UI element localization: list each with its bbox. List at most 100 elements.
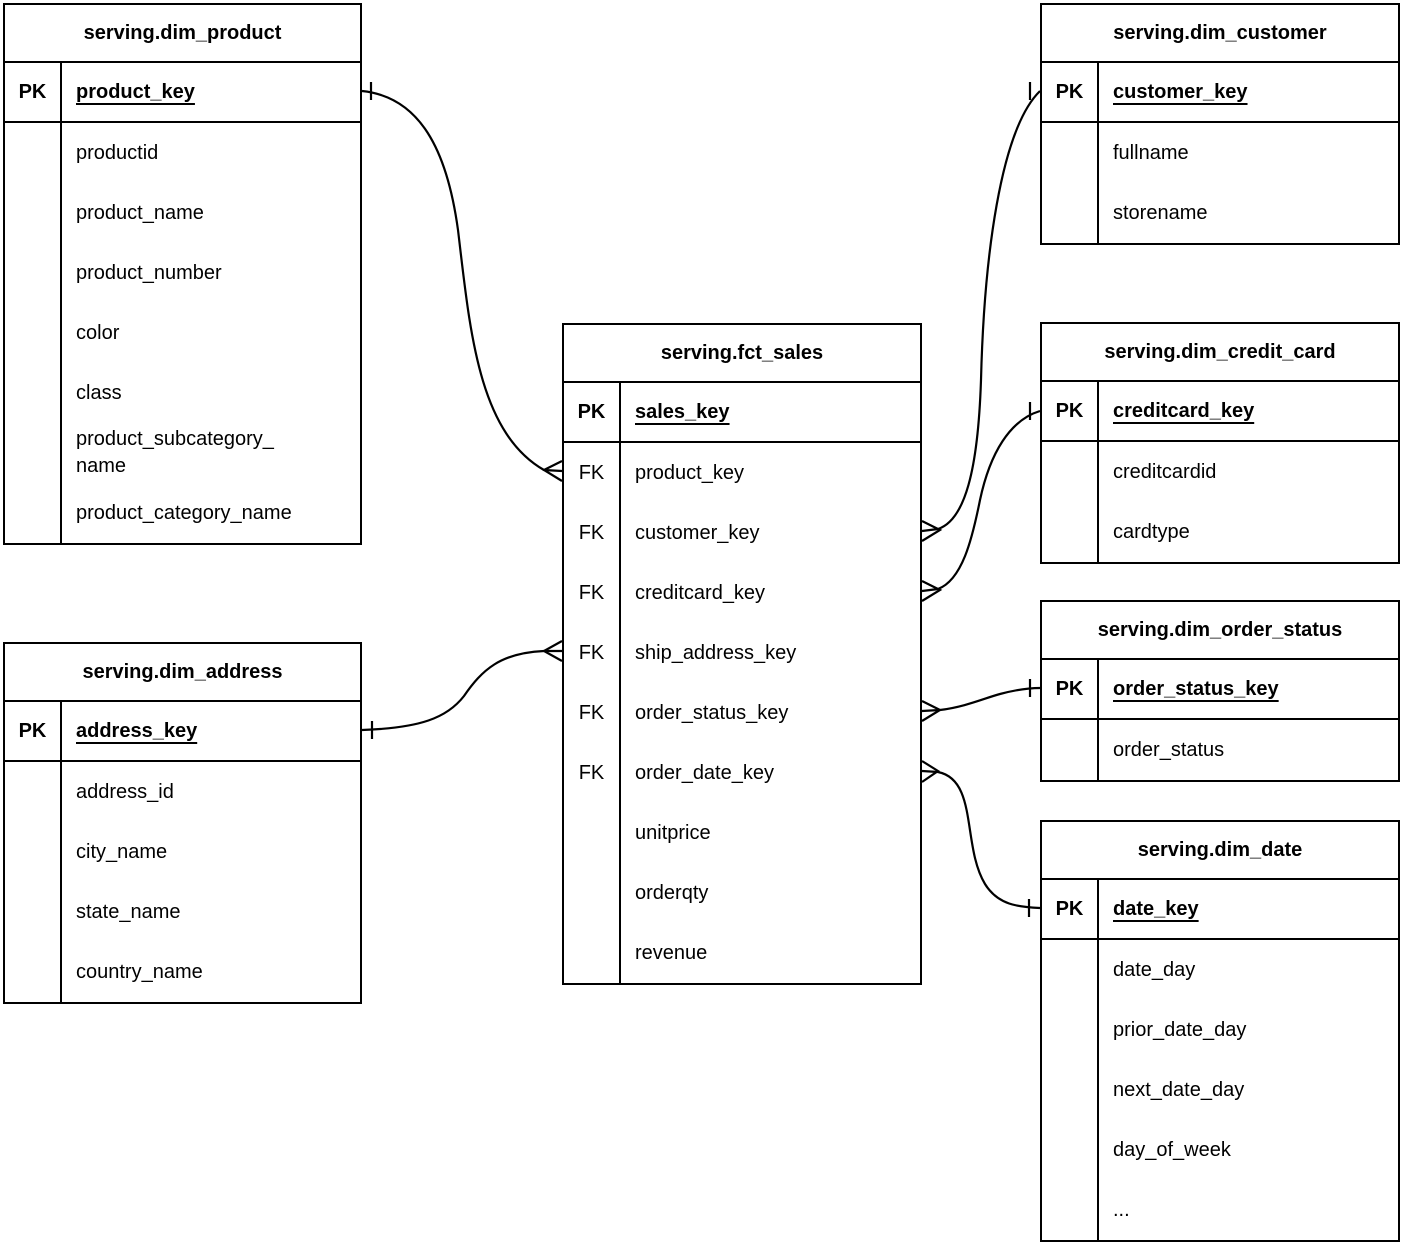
field-name: unitprice xyxy=(635,821,711,844)
pk-badge: PK xyxy=(1042,382,1099,440)
key-badge xyxy=(564,803,621,863)
connector-line xyxy=(921,686,1041,713)
pk-field-name: date_key xyxy=(1113,897,1199,920)
key-badge xyxy=(5,882,62,942)
field-row: product_name xyxy=(5,183,360,243)
key-badge xyxy=(5,822,62,882)
connector-line xyxy=(921,769,1041,910)
pk-field-name: creditcard_key xyxy=(1113,399,1255,422)
key-badge xyxy=(1042,1060,1099,1120)
connector-line xyxy=(921,409,1041,593)
fk-badge: FK xyxy=(564,563,621,623)
connector-line xyxy=(361,649,562,732)
table-serving-dim-order-status: serving.dim_order_status PK order_status… xyxy=(1040,600,1400,782)
key-badge xyxy=(5,762,62,822)
table-body: date_day prior_date_day next_date_day da… xyxy=(1042,940,1398,1240)
crowsfoot-marker xyxy=(541,640,563,662)
field-name: product_key xyxy=(635,461,744,484)
pk-row: PK product_key xyxy=(5,63,360,123)
field-name: color xyxy=(76,321,120,344)
fk-badge: FK xyxy=(564,743,621,803)
crowsfoot-marker xyxy=(921,760,941,783)
pk-field-name: address_key xyxy=(76,719,198,742)
field-name: creditcard_key xyxy=(635,581,766,604)
field-row: city_name xyxy=(5,822,360,882)
field-name: country_name xyxy=(76,960,203,983)
table-serving-fct-sales: serving.fct_sales PK sales_key FK product… xyxy=(562,323,922,985)
pk-badge: PK xyxy=(564,383,621,441)
field-name: state_name xyxy=(76,900,181,923)
field-name: prior_date_day xyxy=(1113,1018,1247,1041)
pk-row: PK order_status_key xyxy=(1042,660,1398,720)
field-name: product_number xyxy=(76,261,222,284)
field-name: day_of_week xyxy=(1113,1138,1231,1161)
table-title: serving.dim_product xyxy=(5,5,360,63)
field-row: orderqty xyxy=(564,863,920,923)
field-row: date_day xyxy=(1042,940,1398,1000)
field-row: address_id xyxy=(5,762,360,822)
table-serving-dim-credit-card: serving.dim_credit_card PK creditcard_ke… xyxy=(1040,322,1400,564)
key-badge xyxy=(5,243,62,303)
table-body: fullname storename xyxy=(1042,123,1398,243)
pk-field-name: product_key xyxy=(76,80,195,103)
field-row: prior_date_day xyxy=(1042,1000,1398,1060)
field-name: ... xyxy=(1113,1198,1130,1221)
field-row: country_name xyxy=(5,942,360,1002)
field-row: unitprice xyxy=(564,803,920,863)
key-badge xyxy=(1042,1000,1099,1060)
pk-row: PK sales_key xyxy=(564,383,920,443)
key-badge xyxy=(1042,502,1099,562)
field-name: date_day xyxy=(1113,958,1196,981)
field-name: fullname xyxy=(1113,141,1189,164)
fk-badge: FK xyxy=(564,443,621,503)
table-serving-dim-address: serving.dim_address PK address_key addre… xyxy=(3,642,362,1004)
key-badge xyxy=(1042,940,1099,1000)
connector-line xyxy=(921,90,1041,533)
connector-line xyxy=(361,89,563,473)
table-serving-dim-date: serving.dim_date PK date_key date_day pr… xyxy=(1040,820,1400,1242)
field-name: city_name xyxy=(76,840,168,863)
field-row: FK product_key xyxy=(564,443,920,503)
field-name: class xyxy=(76,381,122,404)
key-badge xyxy=(1042,1180,1099,1240)
field-row: creditcardid xyxy=(1042,442,1398,502)
field-name: customer_key xyxy=(635,521,760,544)
connector-fct-sales-to-dim-date xyxy=(921,760,1041,917)
table-title: serving.dim_order_status xyxy=(1042,602,1398,660)
field-row: product_subcategory_ name xyxy=(5,423,360,483)
field-row: product_number xyxy=(5,243,360,303)
field-row: productid xyxy=(5,123,360,183)
connector-fct-sales-to-dim-address xyxy=(361,640,563,739)
field-name: next_date_day xyxy=(1113,1078,1245,1101)
pk-badge: PK xyxy=(5,702,62,760)
field-row: FK creditcard_key xyxy=(564,563,920,623)
table-body: FK product_key FK customer_key FK creditcar… xyxy=(564,443,920,983)
key-badge xyxy=(1042,1120,1099,1180)
pk-field-name: order_status_key xyxy=(1113,677,1279,700)
crowsfoot-marker xyxy=(921,700,943,722)
field-row: color xyxy=(5,303,360,363)
field-name: product_subcategory_ name xyxy=(76,428,274,477)
field-name: product_category_name xyxy=(76,501,292,524)
key-badge xyxy=(5,423,62,483)
key-badge xyxy=(5,942,62,1002)
field-name: ship_address_key xyxy=(635,641,797,664)
field-row: state_name xyxy=(5,882,360,942)
pk-row: PK creditcard_key xyxy=(1042,382,1398,442)
pk-row: PK date_key xyxy=(1042,880,1398,940)
pk-row: PK customer_key xyxy=(1042,63,1398,123)
field-row: day_of_week xyxy=(1042,1120,1398,1180)
key-badge xyxy=(5,183,62,243)
table-title: serving.fct_sales xyxy=(564,325,920,383)
field-name: storename xyxy=(1113,201,1208,224)
connector-fct-sales-to-dim-customer xyxy=(921,82,1041,542)
field-row: order_status xyxy=(1042,720,1398,780)
key-badge xyxy=(1042,442,1099,502)
field-row: class xyxy=(5,363,360,423)
field-row: cardtype xyxy=(1042,502,1398,562)
crowsfoot-marker xyxy=(921,520,943,542)
pk-badge: PK xyxy=(1042,63,1099,121)
